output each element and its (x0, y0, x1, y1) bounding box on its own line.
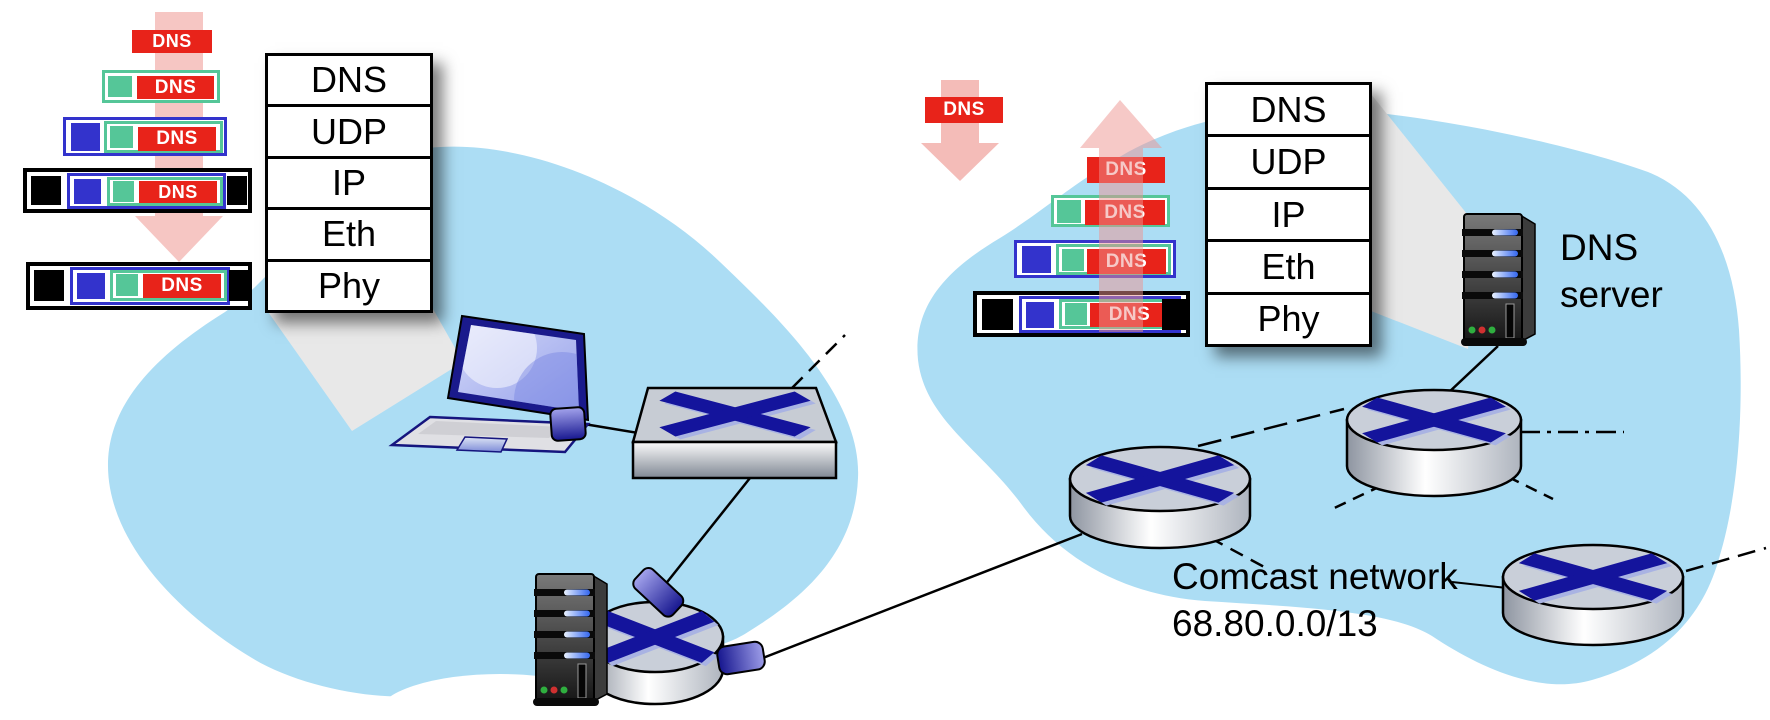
udp-header-in-phy-left (116, 274, 138, 296)
phy-trailer-left (229, 270, 249, 301)
link-stub-upper-downright (1489, 466, 1554, 501)
link-stub-upper-downleft (1329, 475, 1401, 512)
eth-header-left (31, 176, 61, 205)
packet-dns-right-top: DNS (1087, 157, 1165, 183)
ip-header-in-phy-left (77, 273, 105, 299)
laptop-port (549, 406, 587, 442)
link-router-router-dashed (1197, 407, 1345, 448)
ip-header-in-eth-right (1026, 302, 1054, 328)
packet-dns-left-top: DNS (132, 30, 212, 53)
link-laptop-switch (583, 422, 645, 436)
eth-trailer-right (1162, 299, 1186, 330)
ip-header-left (71, 123, 100, 151)
right-table-beam (1371, 94, 1479, 349)
link-label-router (1451, 581, 1508, 589)
dns-server-label-line2: server (1560, 274, 1663, 316)
protocol-stack-table-right: DNS UDP IP Eth Phy (1205, 82, 1372, 347)
layer-dns: DNS (1250, 88, 1327, 130)
dns-server-icon (1460, 213, 1536, 347)
layer-phy: Phy (1208, 291, 1369, 344)
packet-dns-in-ip-right: DNS (1087, 249, 1166, 274)
packet-dns-in-udp-left: DNS (137, 76, 214, 99)
udp-header-in-ip-left (110, 126, 133, 148)
link-stub-bottomright (1685, 546, 1767, 573)
dns-server-label: DNS server (1560, 224, 1663, 319)
server-icon-left (532, 573, 608, 707)
layer-eth: Eth (1208, 239, 1369, 291)
router-near-dns-server (1345, 388, 1523, 498)
ip-header-right (1022, 246, 1051, 273)
udp-header-left (108, 76, 132, 97)
router-port-right (716, 640, 766, 676)
layer-udp: UDP (268, 104, 430, 155)
layer-dns: DNS (310, 59, 387, 101)
udp-header-in-eth-right (1065, 303, 1087, 325)
packet-dns-arriving: DNS (925, 97, 1003, 123)
packet-dns-in-eth-left: DNS (139, 181, 217, 203)
link-access-router-comcast (754, 532, 1083, 663)
left-network-cloud (107, 146, 859, 699)
layer-udp: UDP (1208, 134, 1369, 186)
phy-header-left (34, 270, 64, 301)
left-table-beam (266, 309, 463, 431)
router-comcast-edge (1068, 445, 1252, 550)
comcast-network-label: Comcast network 68.80.0.0/13 (1172, 553, 1458, 648)
comcast-network-name: Comcast network (1172, 556, 1458, 597)
router-bottom-right (1501, 543, 1685, 647)
dns-down-arrow-right (921, 80, 999, 181)
laptop (388, 314, 591, 454)
layer-phy: Phy (268, 258, 430, 310)
ethernet-switch (631, 386, 838, 480)
layer-eth: Eth (268, 207, 430, 258)
layer-ip: IP (268, 155, 430, 207)
eth-header-right (982, 299, 1013, 330)
packet-dns-in-udp-right: DNS (1085, 200, 1165, 225)
packet-dns-in-ip-left: DNS (138, 127, 216, 151)
layer-ip: IP (1208, 186, 1369, 239)
dns-server-label-line1: DNS (1560, 227, 1639, 268)
link-stub-switch (791, 334, 846, 389)
ip-header-in-eth-left (74, 179, 101, 204)
packet-dns-in-phy-left: DNS (143, 274, 221, 298)
udp-header-in-ip-right (1062, 249, 1084, 271)
cloud-bottom-notch (378, 674, 622, 720)
comcast-network-prefix: 68.80.0.0/13 (1172, 603, 1378, 645)
protocol-stack-table-left: DNS UDP IP Eth Phy (265, 53, 433, 313)
link-switch-router (663, 477, 751, 587)
link-router-dnsserver (1446, 345, 1499, 395)
packet-dns-in-eth-right: DNS (1090, 303, 1169, 327)
router-port-up (632, 566, 685, 618)
udp-header-in-eth-left (113, 181, 134, 202)
udp-header-right (1057, 200, 1081, 223)
router-left-access (585, 566, 766, 706)
eth-trailer-left (227, 176, 247, 205)
